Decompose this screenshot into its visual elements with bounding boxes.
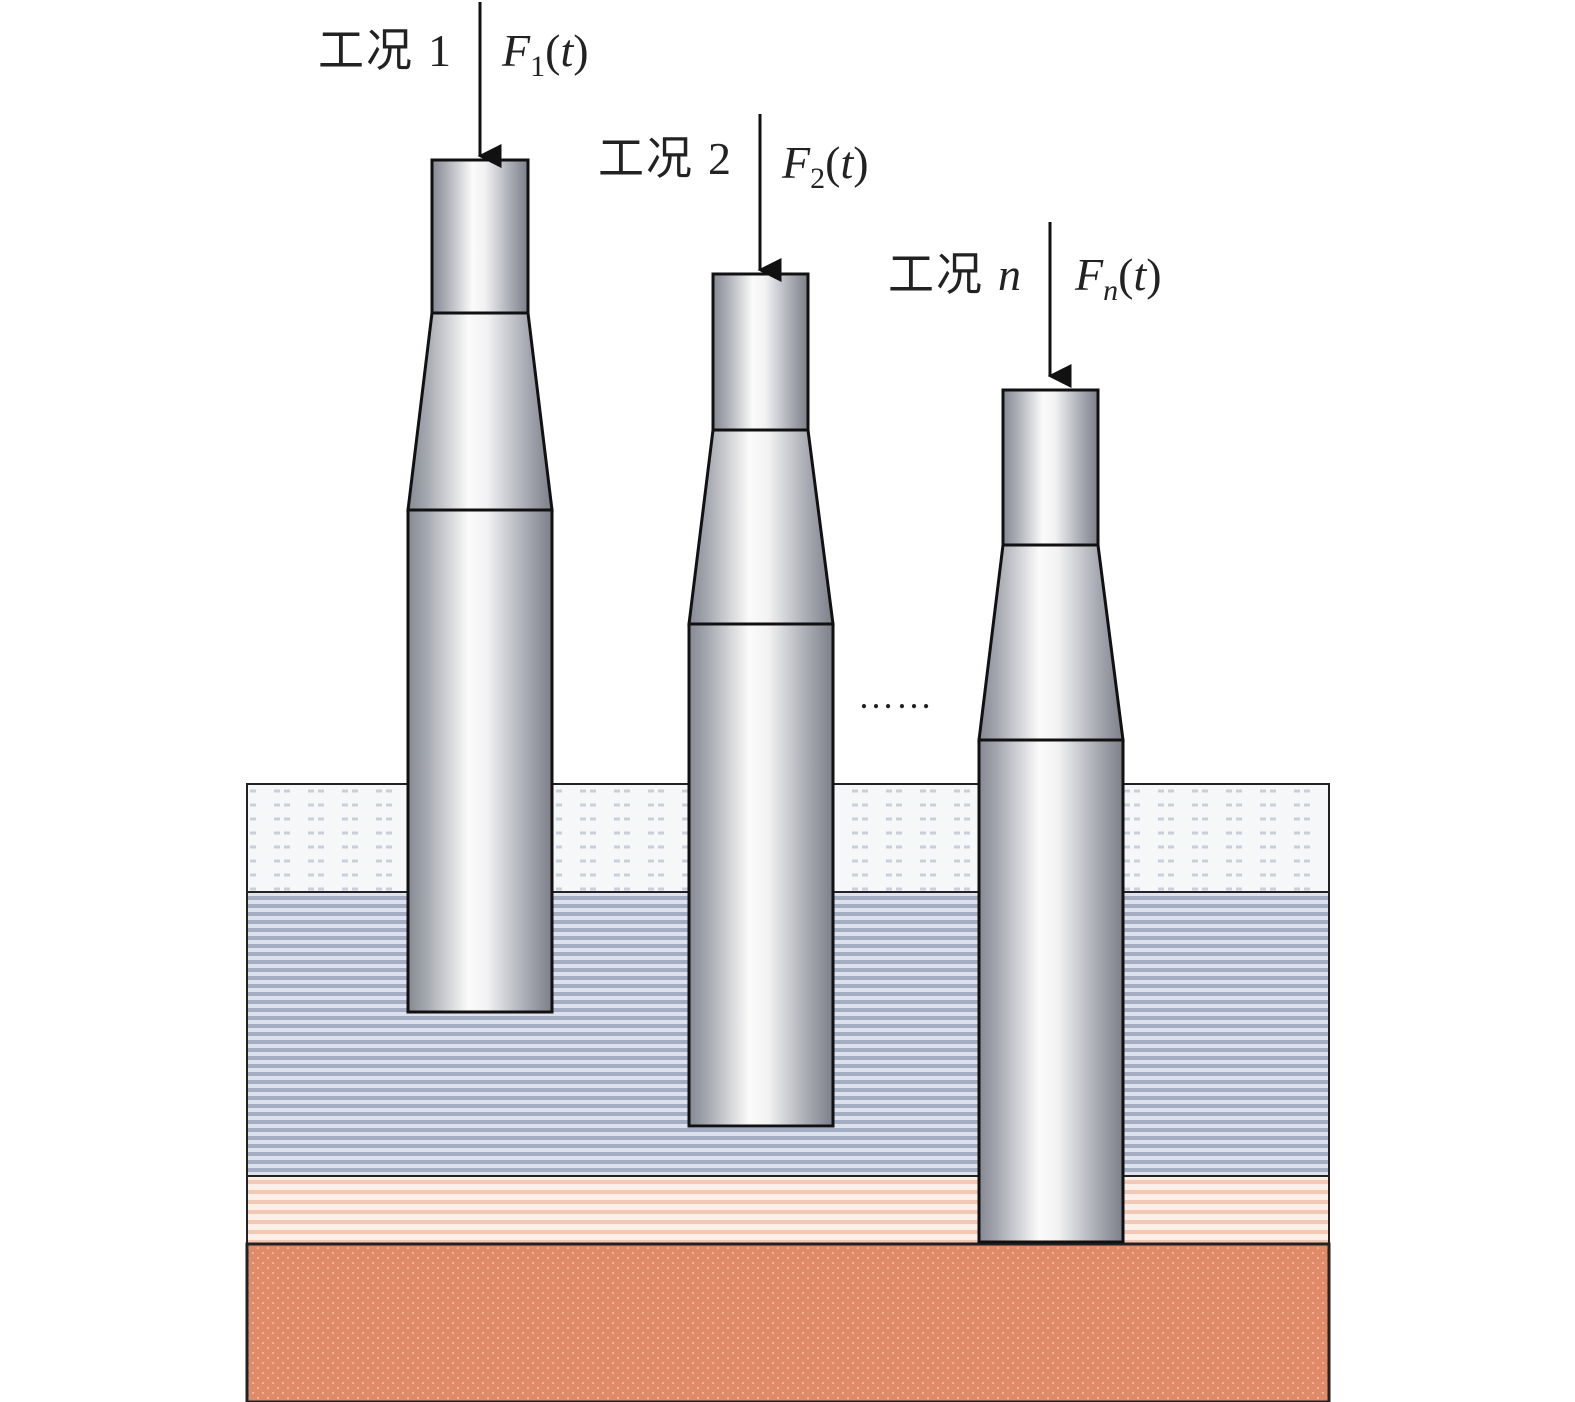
case-1-force-subscript: 1 xyxy=(530,50,545,83)
pile-n-top-section xyxy=(1001,388,1100,547)
pile-2-top-section xyxy=(711,272,810,432)
case-2-force-argument: t xyxy=(840,137,854,188)
case-n-label-text: 工况 xyxy=(888,249,984,300)
case-2-label-text: 工况 xyxy=(598,133,694,184)
soil-layer-3 xyxy=(246,1175,1330,1245)
pile-1-top-section xyxy=(430,158,530,315)
case-1-force-label: F1(t) xyxy=(501,25,589,83)
ellipsis: …… xyxy=(858,676,934,716)
pile-n-lower-section xyxy=(977,738,1125,1244)
case-2-force-symbol: F xyxy=(781,137,811,188)
pile-n-taper-section xyxy=(977,543,1125,742)
pile-2-lower-section xyxy=(687,622,835,1128)
pile-2 xyxy=(687,272,835,1128)
case-1-force-symbol: F xyxy=(501,25,531,76)
case-2-index: 2 xyxy=(708,133,731,184)
case-2-label: 工况 2 xyxy=(598,133,731,184)
case-n-force-label: Fn(t) xyxy=(1074,249,1162,307)
pile-1-taper-section xyxy=(406,311,554,512)
case-1-label-text: 工况 xyxy=(318,25,414,76)
pile-n xyxy=(977,388,1125,1244)
case-n-force-symbol: F xyxy=(1074,249,1104,300)
case-2-force-subscript: 2 xyxy=(810,162,825,195)
case-2-force-label: F2(t) xyxy=(781,137,869,195)
case-1-index: 1 xyxy=(428,25,451,76)
case-n-index: n xyxy=(998,249,1021,300)
pile-2-taper-section xyxy=(687,428,835,626)
case-n-force-argument: t xyxy=(1133,249,1147,300)
pile-1 xyxy=(406,158,554,1014)
case-1-force-argument: t xyxy=(560,25,574,76)
pile-1-lower-section xyxy=(406,508,554,1014)
case-n-force-subscript: n xyxy=(1103,274,1118,307)
case-1-label: 工况 1 xyxy=(318,25,451,76)
case-n-label: 工况 n xyxy=(888,249,1021,300)
soil-layer-4 xyxy=(245,1242,1331,1402)
